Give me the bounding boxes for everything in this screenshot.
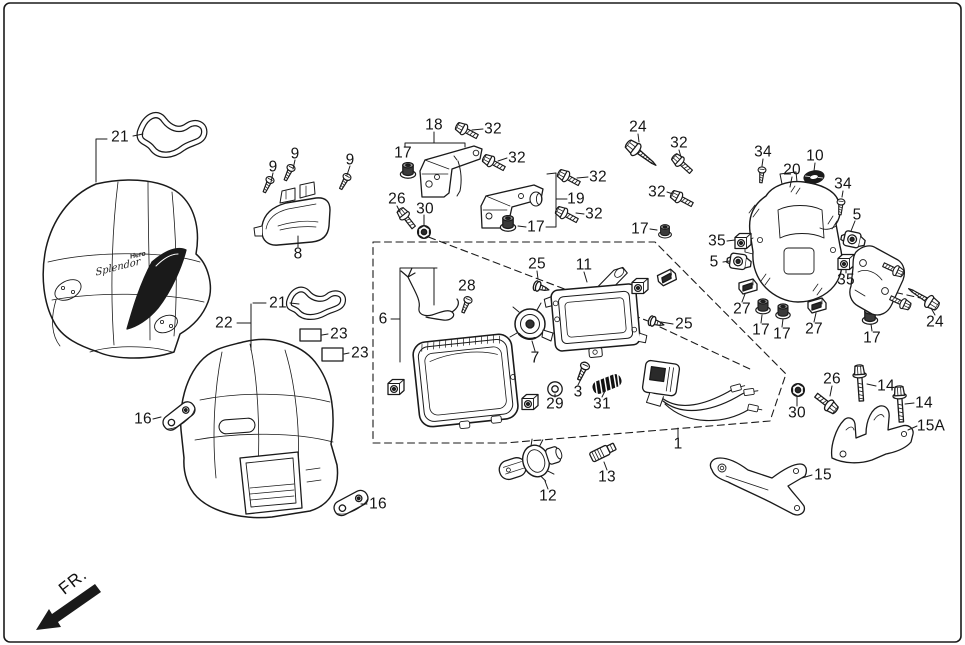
part-label-9: 9: [268, 158, 278, 176]
part-label-15A: 15A: [916, 417, 946, 435]
part-label-6: 6: [378, 310, 388, 328]
part-label-32: 32: [508, 149, 526, 167]
part-label-23: 23: [330, 325, 348, 343]
fr-arrow: [36, 584, 101, 630]
part-label-17: 17: [394, 144, 412, 162]
part-label-35: 35: [708, 232, 726, 250]
part-label-13: 13: [598, 468, 616, 486]
part-label-30: 30: [416, 200, 434, 218]
part-label-27: 27: [733, 300, 751, 318]
part-label-32: 32: [484, 120, 502, 138]
part-label-5: 5: [709, 253, 719, 271]
front-visor-cowl-art: [42, 179, 212, 359]
part-label-35: 35: [837, 271, 855, 289]
part-label-24: 24: [926, 313, 944, 331]
rubber-strip-21-lower: [285, 286, 347, 320]
part-label-17: 17: [773, 325, 791, 343]
part-label-17: 17: [863, 329, 881, 347]
part-label-16: 16: [134, 410, 152, 428]
part-label-27: 27: [805, 320, 823, 338]
headlight-case-22-art: [179, 338, 339, 519]
part-label-16: 16: [369, 495, 387, 513]
part-label-32: 32: [585, 205, 603, 223]
part-label-32: 32: [589, 168, 607, 186]
part-label-1: 1: [673, 435, 683, 453]
pad-23-b: [321, 347, 344, 362]
part-label-11: 11: [575, 256, 593, 274]
part-label-17: 17: [752, 321, 770, 339]
leader-lines: [95, 128, 936, 505]
garnish-8-art: [253, 181, 331, 246]
pad-23-a: [299, 328, 322, 342]
part-label-8: 8: [293, 245, 303, 263]
headlight-rim-11-art: [543, 266, 648, 358]
part-label-19: 19: [567, 190, 585, 208]
part-label-3: 3: [573, 383, 583, 401]
part-label-29: 29: [546, 395, 564, 413]
part-label-25: 25: [528, 255, 546, 273]
stay-15-art: [709, 457, 807, 516]
part-label-28: 28: [458, 277, 476, 295]
part-label-22: 22: [215, 314, 233, 332]
bracket-18-art: [419, 145, 483, 198]
part-label-17: 17: [631, 220, 649, 238]
part-label-12: 12: [539, 487, 557, 505]
bracket-19-art: [480, 184, 544, 229]
part-label-31: 31: [593, 395, 611, 413]
part-label-10: 10: [806, 147, 824, 165]
harness-1-art: [641, 359, 763, 422]
part-label-17: 17: [527, 218, 545, 236]
part-label-18: 18: [425, 116, 443, 134]
part-label-24: 24: [629, 118, 647, 136]
part-label-5: 5: [852, 206, 862, 224]
bulb-socket-7-art: [509, 302, 554, 342]
part-label-26: 26: [388, 190, 406, 208]
part-label-23: 23: [351, 344, 369, 362]
part-label-20: 20: [783, 161, 801, 179]
part-label-26: 26: [823, 370, 841, 388]
part-label-14: 14: [877, 377, 895, 395]
part-label-9: 9: [345, 151, 355, 169]
part-label-15: 15: [814, 466, 832, 484]
rubber-strip-21-top: [136, 111, 208, 158]
part-label-32: 32: [648, 183, 666, 201]
part-label-21: 21: [111, 128, 129, 146]
bulb-12-art: [498, 438, 563, 482]
headlight-lens-art: [412, 333, 519, 430]
part-label-21: 21: [269, 294, 287, 312]
meter-bracket-20-art: [744, 171, 843, 303]
wiring-28-art: [400, 267, 459, 321]
part-label-34: 34: [754, 143, 772, 161]
part-label-7: 7: [530, 349, 540, 367]
part-label-9: 9: [290, 145, 300, 163]
part-label-34: 34: [834, 175, 852, 193]
part-label-32: 32: [670, 134, 688, 152]
part-label-14: 14: [915, 394, 933, 412]
page-border: [3, 2, 962, 643]
part-label-25: 25: [675, 315, 693, 333]
stay-15A-art: [830, 405, 914, 464]
part-label-30: 30: [788, 404, 806, 422]
